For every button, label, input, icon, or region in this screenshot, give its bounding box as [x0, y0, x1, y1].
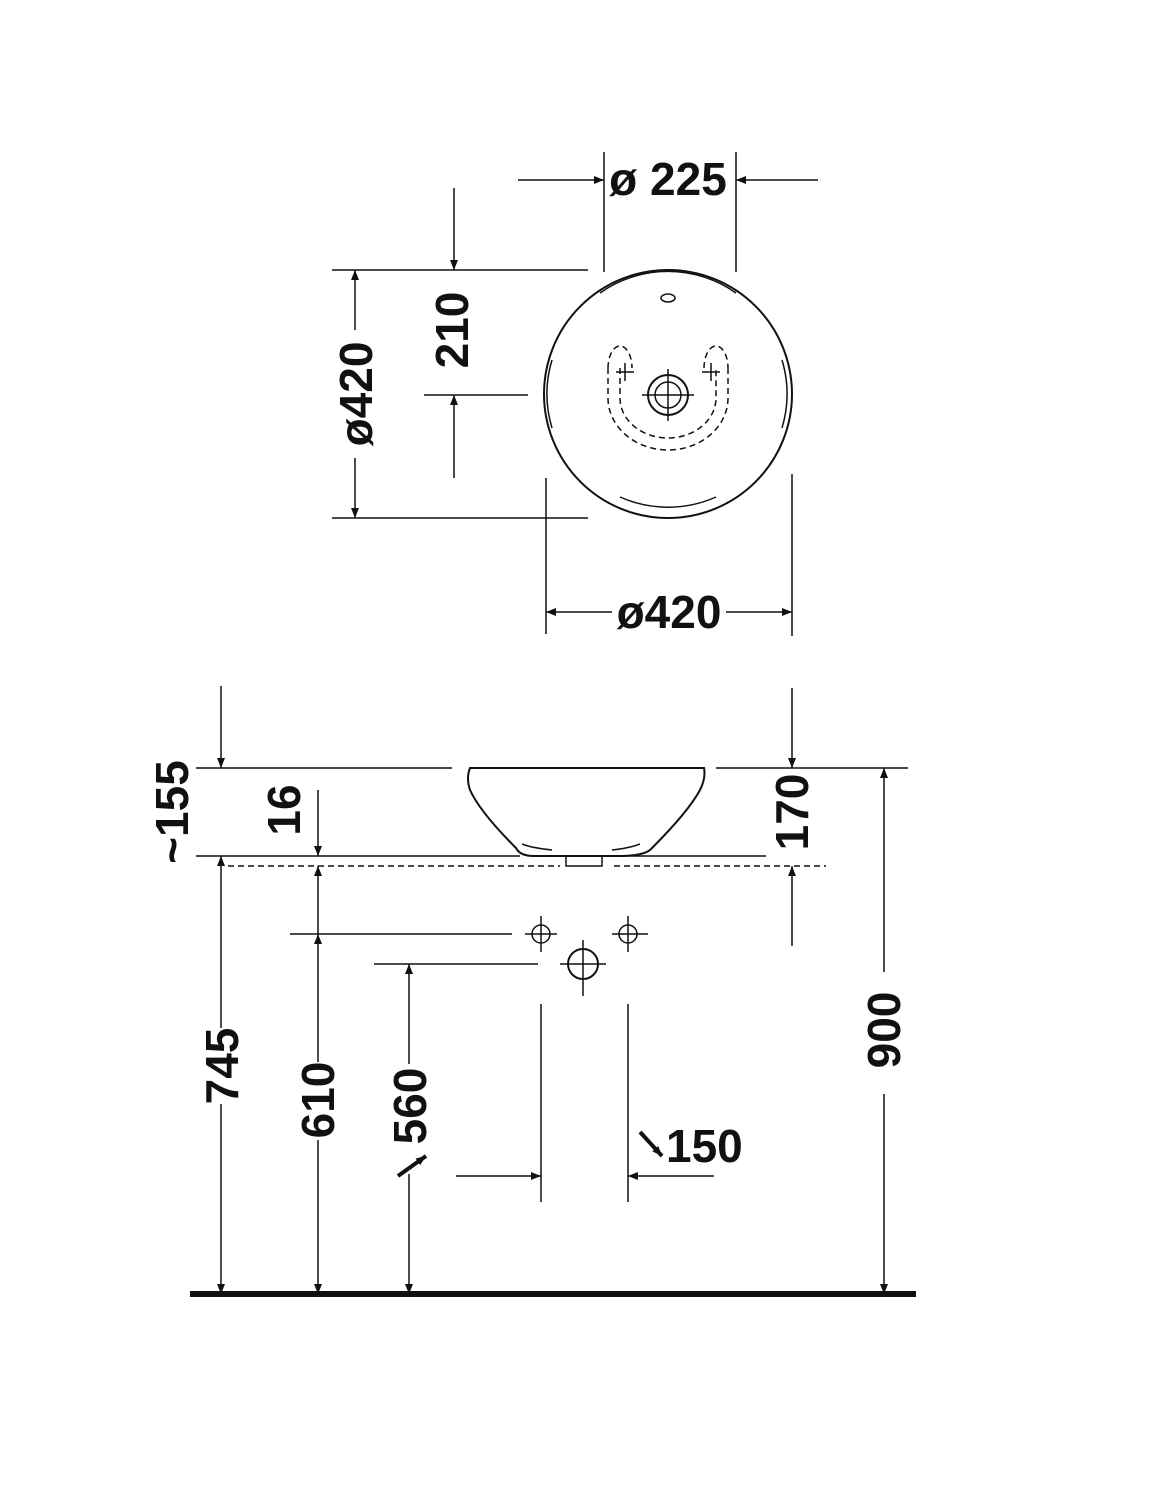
dim-bowl-height: 170 [766, 688, 818, 946]
label-bowl-height: 170 [766, 774, 818, 851]
side-view: ~155 16 170 900 745 [146, 686, 916, 1297]
dim-tap-height: 610 [292, 934, 344, 1294]
label-drain-offset: 210 [426, 292, 478, 369]
dim-drain-height: 560 [384, 964, 436, 1294]
dim-overall-height: 900 [858, 768, 910, 1294]
dim-drain-offset: 210 [424, 188, 528, 478]
basin-inner-rim [546, 359, 553, 429]
label-tap-height: 610 [292, 1062, 344, 1139]
hidden-tap-outline [607, 345, 729, 451]
label-bowl-diameter-horizontal: ø420 [617, 586, 722, 638]
dim-bowl-diameter-vertical: ø420 [330, 269, 588, 519]
dim-counter-thickness: 16 [258, 784, 322, 934]
label-bowl-diameter-vertical: ø420 [330, 342, 382, 447]
label-overall-height: 900 [858, 992, 910, 1069]
label-top-of-counter: ~155 [146, 760, 198, 864]
basin-outline-top [543, 269, 793, 519]
tap-holes [525, 916, 648, 996]
dim-tap-spacing: 150 [456, 1004, 743, 1202]
top-view: ø 225 ø420 210 ø420 [330, 152, 818, 638]
basin-outline-side [467, 767, 706, 857]
dim-top-of-counter: ~155 [146, 686, 225, 864]
label-counter-thickness: 16 [258, 784, 310, 835]
label-overflow-diameter: ø 225 [609, 153, 727, 205]
overflow-hole [660, 293, 676, 303]
label-tap-spacing: 150 [666, 1120, 743, 1172]
waste-outlet [565, 855, 603, 867]
label-counter-height: 745 [196, 1028, 248, 1105]
dim-bowl-diameter-horizontal: ø420 [545, 474, 793, 638]
dim-overflow-diameter: ø 225 [518, 152, 818, 272]
label-drain-height: 560 [384, 1068, 436, 1145]
dim-counter-height: 745 [196, 856, 248, 1294]
